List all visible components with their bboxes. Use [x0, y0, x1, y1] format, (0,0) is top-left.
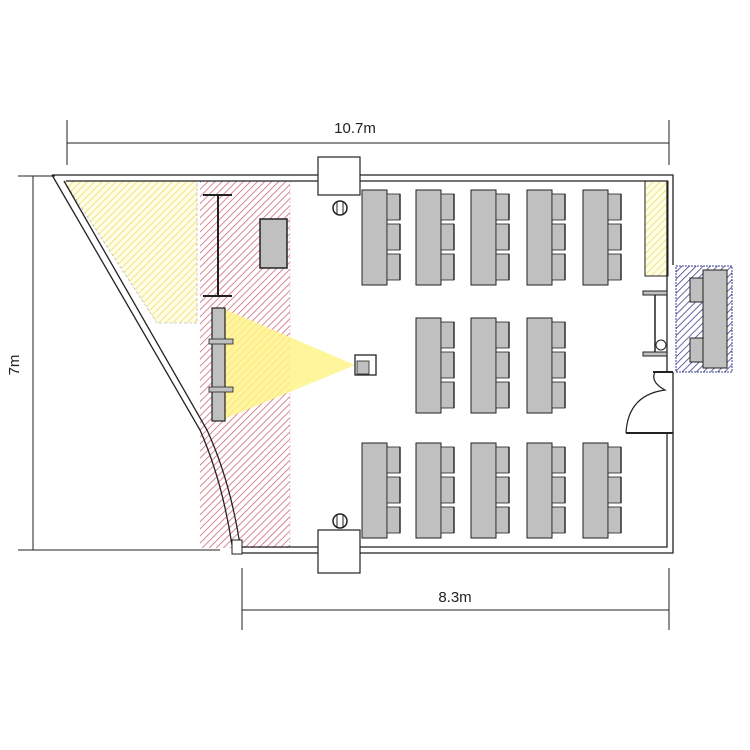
- height-label: 7m: [6, 355, 23, 376]
- desk-group: [470, 189, 510, 286]
- chair: [607, 476, 622, 504]
- desk: [526, 189, 553, 286]
- chair: [440, 193, 455, 221]
- chair: [607, 506, 622, 534]
- projector: [354, 354, 377, 376]
- chair: [386, 193, 401, 221]
- chair: [607, 446, 622, 474]
- coat-rack: [642, 290, 668, 357]
- desk-group: [470, 442, 510, 539]
- chair: [495, 321, 510, 349]
- desk: [526, 442, 553, 539]
- desk: [415, 442, 442, 539]
- width-label: 10.7m: [334, 120, 376, 137]
- chair: [440, 321, 455, 349]
- desk-group: [361, 189, 401, 286]
- dimension-height: [18, 175, 220, 551]
- desk: [415, 317, 442, 414]
- desk-group: [361, 442, 401, 539]
- desk-group: [526, 317, 566, 414]
- desk: [470, 442, 497, 539]
- desk-group: [526, 189, 566, 286]
- desk-group: [582, 189, 622, 286]
- chair: [386, 253, 401, 281]
- chair: [440, 351, 455, 379]
- chair: [551, 476, 566, 504]
- desk: [582, 442, 609, 539]
- desk: [470, 317, 497, 414]
- chair: [386, 446, 401, 474]
- desk-area: [361, 189, 622, 539]
- chair: [495, 223, 510, 251]
- desk: [361, 189, 388, 286]
- wall-corner: [231, 539, 243, 555]
- chair: [495, 351, 510, 379]
- column-bottom: [317, 529, 361, 574]
- chair: [495, 381, 510, 409]
- chair: [551, 506, 566, 534]
- projection-screen: [208, 307, 234, 422]
- dimension-bottom: [241, 568, 670, 630]
- chair: [551, 351, 566, 379]
- chair: [495, 506, 510, 534]
- desk-group: [582, 442, 622, 539]
- chair: [607, 223, 622, 251]
- desk-group: [526, 442, 566, 539]
- desk: [470, 189, 497, 286]
- chair: [440, 476, 455, 504]
- chair: [495, 446, 510, 474]
- desk-group: [470, 317, 510, 414]
- chair: [440, 223, 455, 251]
- chair: [440, 506, 455, 534]
- speaker-icon: [332, 200, 348, 216]
- desk-group: [415, 442, 455, 539]
- chair: [440, 253, 455, 281]
- bottom-label: 8.3m: [438, 589, 471, 606]
- lectern: [259, 218, 288, 269]
- column-top: [317, 156, 361, 196]
- chair: [495, 253, 510, 281]
- chair: [440, 446, 455, 474]
- projection-cone: [222, 308, 355, 420]
- chair: [607, 253, 622, 281]
- whiteboard: [203, 194, 232, 297]
- chair: [386, 223, 401, 251]
- desk: [582, 189, 609, 286]
- chair: [495, 476, 510, 504]
- chair: [551, 381, 566, 409]
- chair: [551, 193, 566, 221]
- chair: [551, 253, 566, 281]
- desk: [415, 189, 442, 286]
- desk-group: [415, 317, 455, 414]
- chair: [440, 381, 455, 409]
- chair: [551, 446, 566, 474]
- chair: [386, 506, 401, 534]
- chair: [386, 476, 401, 504]
- desk: [526, 317, 553, 414]
- walls: [51, 174, 674, 554]
- desk-group: [415, 189, 455, 286]
- chair: [607, 193, 622, 221]
- chair: [551, 223, 566, 251]
- desk: [361, 442, 388, 539]
- dimension-width: [66, 120, 670, 165]
- reception-desk: [675, 265, 733, 373]
- chair: [551, 321, 566, 349]
- speaker-icon: [332, 513, 348, 529]
- door[interactable]: [625, 371, 673, 434]
- yellow-zone: [63, 180, 198, 324]
- chair: [495, 193, 510, 221]
- yellow-zone-right: [644, 180, 669, 277]
